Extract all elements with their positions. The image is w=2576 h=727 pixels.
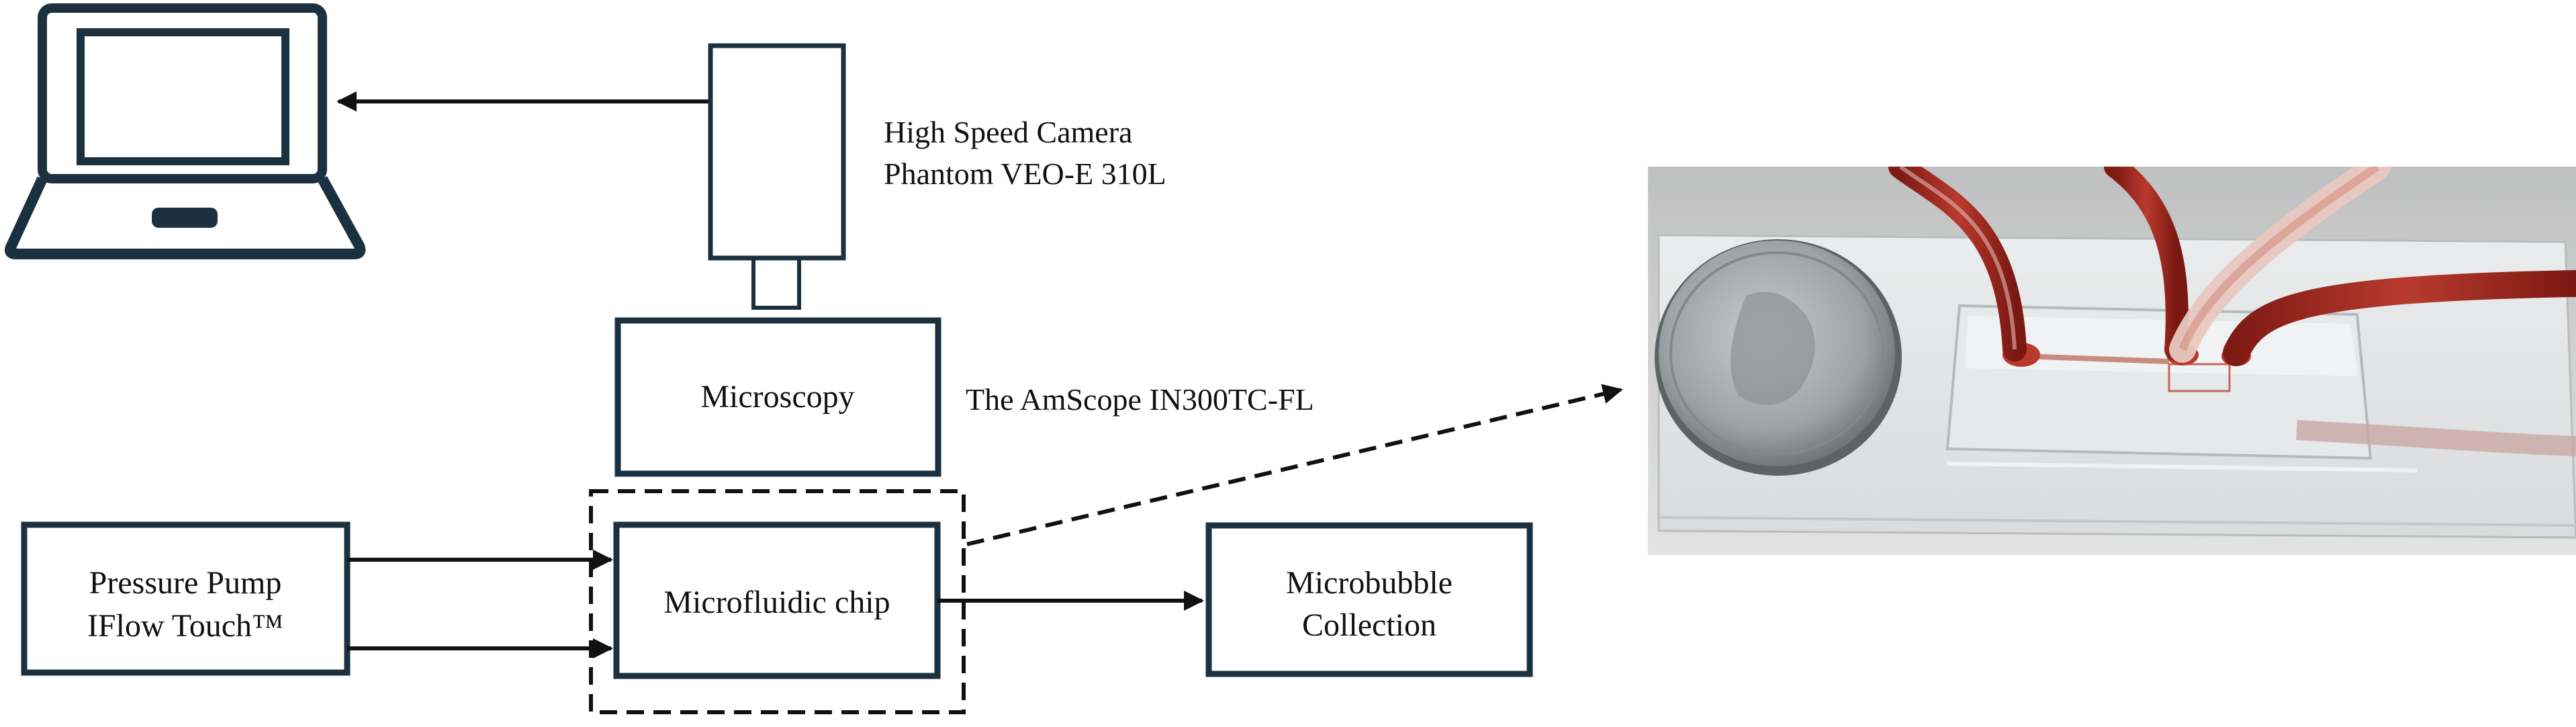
collection-label-line1: Microbubble [1286,565,1453,601]
laptop-icon [5,3,366,259]
microfluidic-chip-photo [1648,167,2576,555]
chip-dashed-frame [589,489,966,714]
camera-label-line2: Phantom VEO-E 310L [884,157,1166,191]
camera-icon [708,43,846,310]
microscope-model-label: The AmScope IN300TC-FL [966,382,1314,417]
pump-label-line2: IFlow Touch™ [87,608,283,644]
chip-to-photo-dashed-arrow [966,384,1623,546]
microscopy-box: Microscopy [614,317,941,477]
pump-label-line1: Pressure Pump [89,565,282,601]
camera-label-line1: High Speed Camera [884,115,1132,149]
microbubble-collection-box: Microbubble Collection [1205,522,1533,677]
microscopy-label: Microscopy [700,379,854,415]
collection-label-line2: Collection [1302,607,1436,643]
chip-label: Microfluidic chip [663,585,890,620]
pressure-pump-box: Pressure Pump IFlow Touch™ [21,521,351,676]
microfluidic-chip-box: Microfluidic chip [613,521,941,679]
